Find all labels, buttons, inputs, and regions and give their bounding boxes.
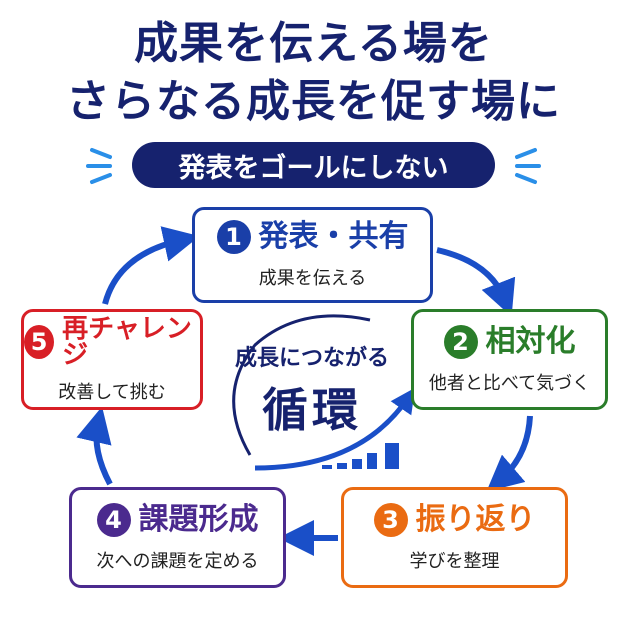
step-1-number: 1 — [216, 220, 251, 254]
center-caption: 成長につながる — [234, 346, 389, 371]
step-2-desc: 他者と比べて気づく — [428, 372, 591, 394]
arrow-4-to-5 — [76, 406, 113, 486]
step-2-number: 2 — [443, 324, 478, 359]
step-2-title: 相対化 — [485, 323, 576, 359]
main-title-line2: さらなる成長を促す場に — [66, 76, 561, 127]
left-accent-lines — [86, 148, 112, 184]
center-main-word: 循環 — [262, 383, 362, 437]
main-title-line1: 成果を伝える場を — [134, 18, 493, 69]
step-4-title: 課題形成 — [138, 501, 259, 537]
inner-growth-arrow — [254, 387, 416, 471]
inner-arc — [232, 314, 371, 456]
arrow-5-to-1 — [102, 226, 200, 305]
growth-bars-icon — [322, 443, 399, 469]
step-5-desc: 改善して挑む — [58, 381, 166, 403]
step-3-number: 3 — [373, 502, 408, 537]
right-accent-lines — [515, 148, 541, 184]
step-5-title: 再チャレンジ — [62, 313, 192, 370]
arrow-2-to-3 — [486, 415, 533, 492]
subtitle-pill: 発表をゴールにしない — [132, 142, 495, 188]
step-1-desc: 成果を伝える — [258, 268, 367, 289]
step-3-desc: 学びを整理 — [409, 550, 500, 572]
step-3-title: 振り返り — [415, 501, 536, 537]
step-4-desc: 次への課題を定める — [96, 550, 259, 572]
step-5-number: 5 — [24, 324, 55, 359]
step-4-number: 4 — [96, 502, 131, 537]
arrow-1-to-2 — [436, 247, 516, 317]
step-1-title: 発表・共有 — [258, 219, 409, 254]
